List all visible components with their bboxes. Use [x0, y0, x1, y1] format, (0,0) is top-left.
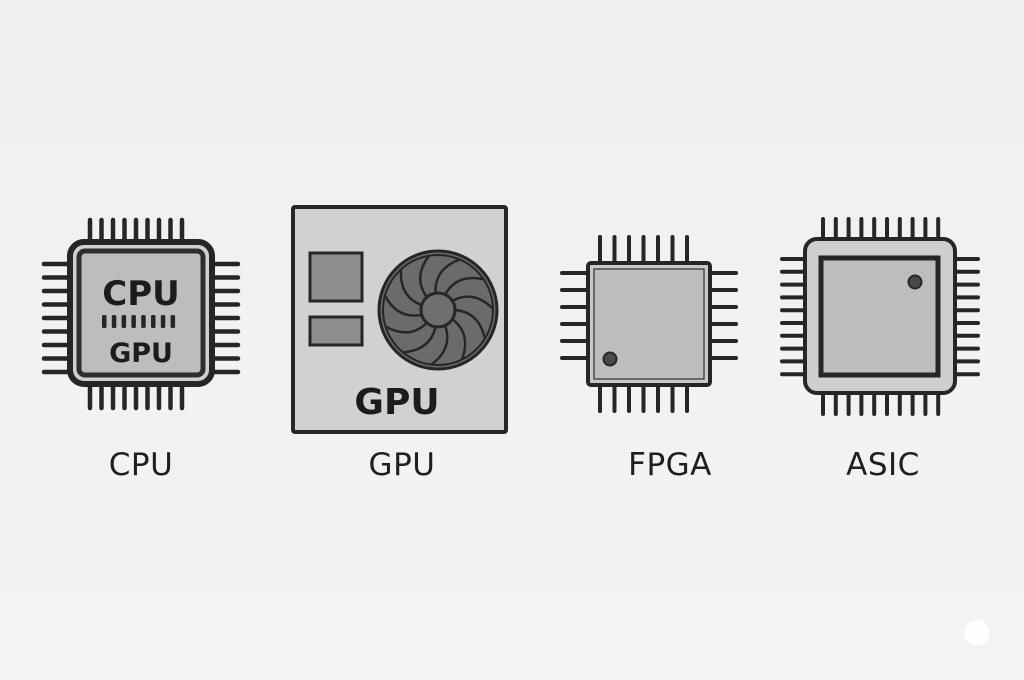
gpu-fan-blade: [430, 325, 449, 366]
cpu-die-bar: [102, 315, 107, 328]
cpu-die-bar: [141, 315, 146, 328]
asic-pin1-marker: [907, 274, 923, 290]
gpu-label: GPU: [369, 447, 436, 483]
cpu-die: [76, 248, 206, 378]
gpu-fan-blade: [451, 295, 494, 310]
gpu-fan-blade: [402, 326, 437, 354]
fpga-label: FPGA: [628, 447, 712, 483]
cpu-die-bar: [160, 315, 166, 328]
gpu-fan-blade: [419, 255, 430, 298]
cpu-die-text-top: CPU: [102, 274, 179, 314]
gpu-fan-blade: [444, 276, 484, 296]
cpu-label: CPU: [109, 447, 174, 483]
cpu-die-bar: [121, 315, 127, 328]
gpu-fan-icon: [377, 249, 499, 371]
asic-chip-icon: [780, 217, 980, 416]
gpu-fan-blade: [399, 269, 423, 307]
cpu-die-bars: [102, 315, 176, 328]
gpu-fan-blade: [451, 318, 467, 360]
asic-die: [818, 255, 941, 378]
gpu-card-text: GPU: [354, 382, 439, 423]
gpu-fan-blade: [384, 321, 428, 334]
fpga-chip-icon: [560, 235, 738, 413]
cpu-die-bar: [111, 315, 117, 328]
gpu-fan-blade: [383, 295, 422, 317]
watermark-badge: [964, 620, 990, 646]
gpu-fan-blade: [454, 308, 487, 340]
gpu-card-icon: GPU: [291, 205, 508, 434]
asic-pins: [780, 217, 980, 416]
gpu-fan-blade: [434, 258, 461, 294]
fpga-pins: [560, 235, 738, 413]
cpu-die-text-bottom: GPU: [109, 338, 173, 369]
cpu-die-bar: [170, 315, 176, 328]
asic-label: ASIC: [846, 447, 920, 483]
fpga-pin1-marker: [602, 351, 618, 367]
gpu-memory-module-bottom: [308, 315, 364, 347]
gpu-fan-ring: [382, 254, 494, 366]
cpu-die-bar: [131, 315, 136, 328]
cpu-chip-icon: CPU GPU: [41, 217, 241, 411]
gpu-fan-hub: [419, 291, 457, 329]
cpu-die-bar: [151, 315, 156, 328]
gpu-memory-module-top: [308, 251, 364, 303]
